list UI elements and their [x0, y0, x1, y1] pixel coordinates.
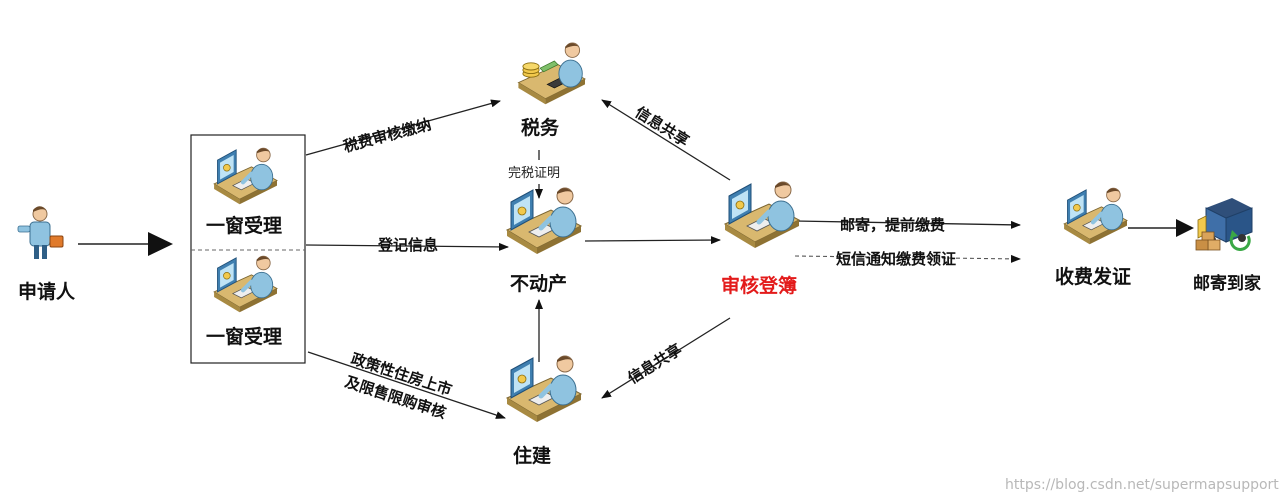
office-worker-at-desk-icon — [507, 356, 581, 422]
edge-window-tax — [305, 99, 501, 156]
office-worker-at-desk-icon — [725, 182, 799, 248]
edge-window-housing — [307, 351, 506, 419]
edge-review-certificate — [794, 220, 1021, 229]
office-worker-at-desk-icon — [1064, 188, 1127, 244]
delivery-truck-with-packages-icon — [1195, 198, 1253, 252]
node-label-certificate: 收费发证 — [1055, 265, 1131, 288]
edge-label-tax-payment: 税费审核缴纳 — [341, 115, 433, 156]
node-label-window-2: 一窗受理 — [206, 325, 282, 348]
office-worker-at-desk-icon — [214, 148, 277, 204]
edge-label-tax-certificate: 完税证明 — [508, 166, 560, 181]
edge-review-certificate-sms — [794, 254, 1021, 263]
node-label-mail-home: 邮寄到家 — [1193, 273, 1261, 294]
edge-label-info-share-bottom: 信息共享 — [625, 340, 685, 387]
edge-label-register-info: 登记信息 — [377, 236, 438, 254]
edge-label-info-share-top: 信息共享 — [632, 103, 692, 150]
watermark-text: https://blog.csdn.net/supermapsupport — [1005, 477, 1279, 493]
mail-arrow-head — [1176, 219, 1194, 237]
office-worker-at-desk-icon — [507, 188, 581, 254]
node-label-applicant: 申请人 — [18, 280, 76, 303]
big-arrow-head — [148, 232, 173, 256]
node-label-window-1: 一窗受理 — [206, 214, 282, 237]
edge-window-realestate — [305, 242, 509, 251]
edge-label-mail-prepay: 邮寄，提前缴费 — [840, 216, 945, 234]
edge-realestate-review — [584, 236, 721, 245]
worker-with-cash-and-calculator-icon — [517, 42, 586, 105]
window-box — [190, 134, 306, 364]
node-label-review: 审核登簿 — [721, 274, 797, 297]
office-worker-at-desk-icon — [214, 256, 277, 312]
node-label-housing: 住建 — [513, 444, 551, 467]
node-label-tax: 税务 — [521, 116, 560, 139]
edge-review-housing — [601, 317, 731, 399]
node-label-realestate: 不动产 — [510, 272, 567, 295]
person-with-briefcase-icon — [17, 206, 64, 259]
edge-label-sms-notice: 短信通知缴费领证 — [836, 250, 956, 268]
edge-review-tax — [601, 99, 731, 181]
